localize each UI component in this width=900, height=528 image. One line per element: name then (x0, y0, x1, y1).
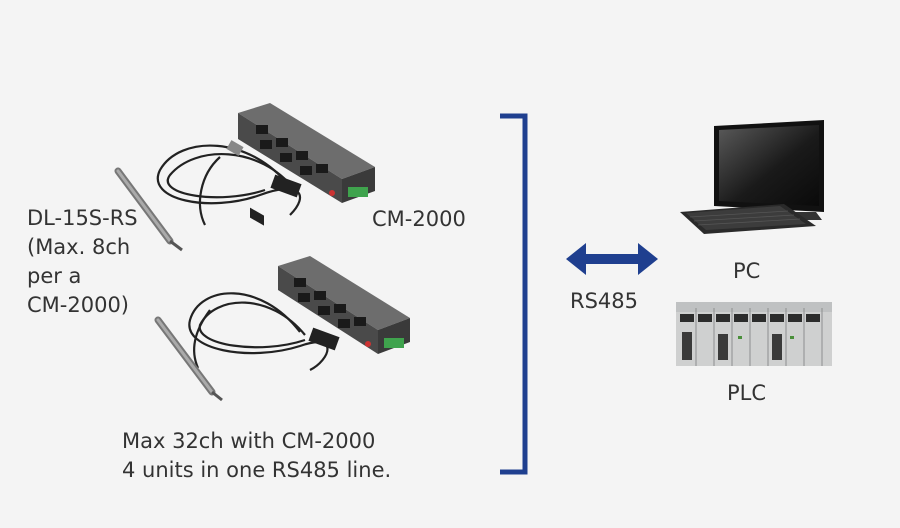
rs485-bus-bracket (500, 113, 528, 475)
pc-icon (680, 120, 824, 234)
cm2000-unit-top (114, 103, 375, 252)
sensor-probe (114, 140, 244, 252)
converter-label: CM-2000 (372, 207, 466, 231)
capacity-note-line-2: 4 units in one RS485 line. (122, 458, 392, 482)
converter-housing-2 (278, 256, 410, 354)
sensor-label: DL-15S-RS (Max. 8ch per a CM-2000) (27, 204, 138, 320)
plc-icon (676, 302, 832, 366)
bus-label: RS485 (570, 289, 639, 313)
capacity-note-line-1: Max 32ch with CM-2000 (122, 429, 376, 453)
bidirectional-arrow-icon (566, 243, 658, 275)
sensor-probe-2 (154, 316, 223, 402)
pc-label: PC (733, 259, 761, 283)
capacity-note: Max 32ch with CM-2000 4 units in one RS4… (122, 427, 391, 485)
sensor-label-line-2: (Max. 8ch (27, 235, 131, 259)
converter-housing (238, 103, 375, 226)
sensor-label-line-3: per a (27, 264, 82, 288)
sensor-label-line-1: DL-15S-RS (27, 206, 138, 230)
cm2000-unit-bottom (154, 256, 410, 402)
sensor-label-line-4: CM-2000) (27, 293, 129, 317)
plc-label: PLC (727, 381, 767, 405)
